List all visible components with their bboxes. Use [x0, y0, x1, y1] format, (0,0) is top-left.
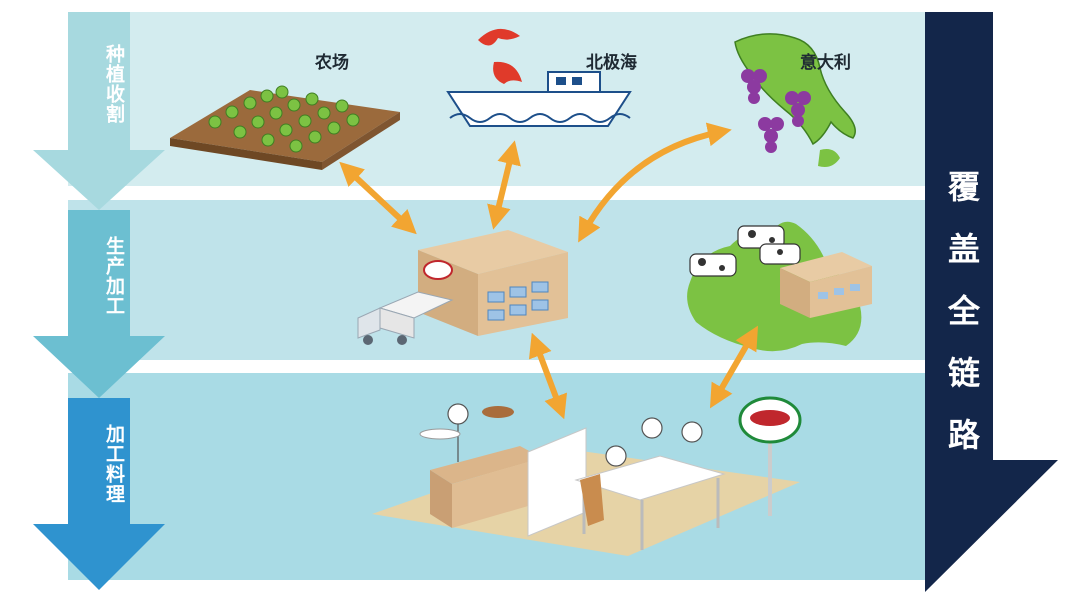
label-farm: 农场	[315, 53, 349, 73]
label-italy: 意大利	[800, 53, 851, 73]
label-arctic: 北极海	[586, 53, 637, 73]
stage-arrow-harvest	[33, 12, 165, 210]
restaurant-illustration	[372, 396, 802, 556]
arrow-factory-restaurant	[528, 332, 568, 420]
farm-field-illustration	[170, 85, 400, 170]
right-banner-label: 覆盖全链路	[947, 168, 980, 454]
right-banner-arrow	[925, 12, 1058, 592]
arrow-farm-factory	[339, 161, 417, 235]
stage-arrow-cooking	[33, 398, 165, 590]
arrow-australia-restaurant	[709, 325, 759, 409]
italy-map-illustration	[734, 33, 856, 167]
stage-arrow-production	[33, 210, 165, 398]
australia-map-illustration	[687, 221, 872, 352]
boat-illustration	[446, 28, 632, 127]
arrow-italy-factory	[578, 122, 732, 243]
stage-label-harvest: 种植收割	[103, 44, 125, 124]
stage-label-cooking: 加工料理	[103, 424, 125, 504]
arrow-boat-factory	[487, 140, 521, 230]
stage-label-production: 生产加工	[103, 236, 125, 316]
flow-arrows	[339, 122, 759, 420]
factory-illustration	[357, 230, 568, 345]
